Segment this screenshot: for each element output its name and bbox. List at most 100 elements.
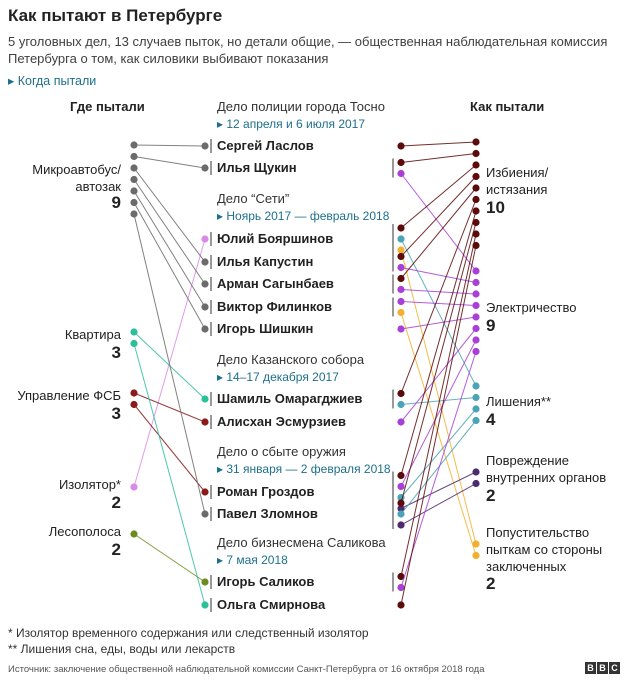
method-link-line <box>400 141 477 147</box>
person-place-dot <box>201 325 209 333</box>
method-link-line <box>400 312 477 556</box>
method-link-line <box>400 210 477 476</box>
place-count-apartment: 3 <box>111 343 121 362</box>
method-label-inmates: Попустительство пыткам со стороны заключ… <box>486 525 603 574</box>
person-method-dot <box>397 471 405 480</box>
person-name: Виктор Филинков <box>217 299 333 314</box>
case-label-salikov: Дело бизнесмена Саликова <box>217 535 386 550</box>
method-link-line <box>400 328 477 423</box>
place-link-line <box>133 167 206 263</box>
person-name: Илья Щукин <box>217 160 297 175</box>
person-place-dot <box>201 258 209 266</box>
method-link-line <box>400 249 477 545</box>
method-link-line <box>400 233 477 577</box>
case-label-tosno: Дело полиции города Тосно <box>217 99 385 114</box>
method-label-electricity: Электричество <box>486 300 577 315</box>
person-place-dot <box>201 280 209 288</box>
method-label-organs: Повреждение внутренних органов <box>486 453 607 485</box>
when-legend: ▸ Когда пытали <box>8 74 97 88</box>
case-date-weapons: ▸ 31 января — 2 февраля 2018 <box>217 462 391 476</box>
method-dot <box>472 290 480 298</box>
method-dot <box>472 267 480 275</box>
place-dot <box>130 187 138 195</box>
method-count-electricity: 9 <box>486 316 496 335</box>
person-name: Юлий Бояршинов <box>217 231 334 246</box>
place-label-apartment: Квартира <box>64 327 121 342</box>
person-method-dot <box>397 325 405 333</box>
person-place-dot <box>201 601 209 609</box>
place-link-line <box>133 156 206 169</box>
method-dot <box>472 551 480 560</box>
place-link-line <box>133 202 206 330</box>
place-link-line <box>133 404 206 493</box>
person-name: Илья Капустин <box>217 254 314 269</box>
place-dot <box>130 198 138 207</box>
method-dot <box>472 336 480 344</box>
person-method-dot <box>397 499 405 507</box>
method-link-line <box>400 316 477 330</box>
place-count-van: 9 <box>111 193 121 212</box>
method-dot <box>472 479 480 488</box>
place-dot <box>130 389 138 397</box>
method-dot <box>472 149 480 158</box>
method-dot <box>472 218 480 227</box>
bbc-logo: B B C <box>585 662 620 674</box>
case-date-kazan: ▸ 14–17 декабря 2017 <box>217 370 339 384</box>
method-link-line <box>400 199 477 394</box>
person-method-dot <box>397 142 405 150</box>
place-link-line <box>133 190 206 308</box>
place-dot <box>130 175 138 184</box>
method-label-deprivation: Лишения** <box>486 394 552 409</box>
case-date-tosno: ▸ 12 апреля и 6 июля 2017 <box>217 117 366 131</box>
method-link-line <box>400 351 477 588</box>
place-dot <box>130 483 138 491</box>
person-name: Шамиль Омарагджиев <box>217 391 363 406</box>
person-name: Роман Гроздов <box>217 484 315 499</box>
person-method-dot <box>397 235 405 243</box>
bbc-logo-letter: C <box>609 662 620 674</box>
person-method-dot <box>397 521 405 529</box>
place-dot <box>130 164 138 172</box>
case-date-set: ▸ Нояpь 2017 — февраль 2018 <box>217 209 390 223</box>
place-dot <box>130 141 138 149</box>
method-link-line <box>400 245 477 606</box>
person-method-dot <box>397 418 405 426</box>
person-name: Алисхан Эсмурзиев <box>217 414 347 429</box>
place-dot <box>130 210 138 218</box>
method-count-organs: 2 <box>486 486 496 505</box>
person-method-dot <box>397 274 405 283</box>
method-dot <box>472 278 480 287</box>
method-dot <box>472 207 480 215</box>
method-dot <box>472 393 480 402</box>
person-method-dot <box>397 224 405 232</box>
place-dot <box>130 339 138 348</box>
place-link-line <box>133 144 206 147</box>
place-link-line <box>133 213 206 515</box>
footnote-deprivation: ** Лишения сна, еды, воды или лекарств <box>8 642 236 656</box>
person-name: Игорь Саликов <box>217 574 315 589</box>
method-label-beating: Избиения/ истязания <box>486 165 549 197</box>
place-count-fsb: 3 <box>111 404 121 423</box>
method-link-line <box>400 339 477 487</box>
method-link-line <box>400 471 477 509</box>
person-method-dot <box>397 583 405 592</box>
person-place-dot <box>201 303 209 311</box>
right-column-header: Как пытали <box>470 99 545 114</box>
method-count-beating: 10 <box>486 198 505 217</box>
page-title: Как пытают в Петербурге <box>8 6 223 25</box>
method-dot <box>472 230 480 238</box>
case-label-set: Дело “Сети” <box>217 191 290 206</box>
method-dot <box>472 138 480 146</box>
person-place-dot <box>201 488 209 496</box>
person-name: Ольга Смирнова <box>217 597 326 612</box>
person-method-dot <box>397 263 405 272</box>
place-dot <box>130 400 138 409</box>
person-method-dot <box>397 158 405 167</box>
person-place-dot <box>201 418 209 426</box>
source-note: Источник: заключение общественной наблюд… <box>8 664 485 675</box>
place-count-isolator: 2 <box>111 493 121 512</box>
person-place-dot <box>201 235 209 243</box>
method-dot <box>472 195 480 204</box>
place-dot <box>130 328 138 336</box>
